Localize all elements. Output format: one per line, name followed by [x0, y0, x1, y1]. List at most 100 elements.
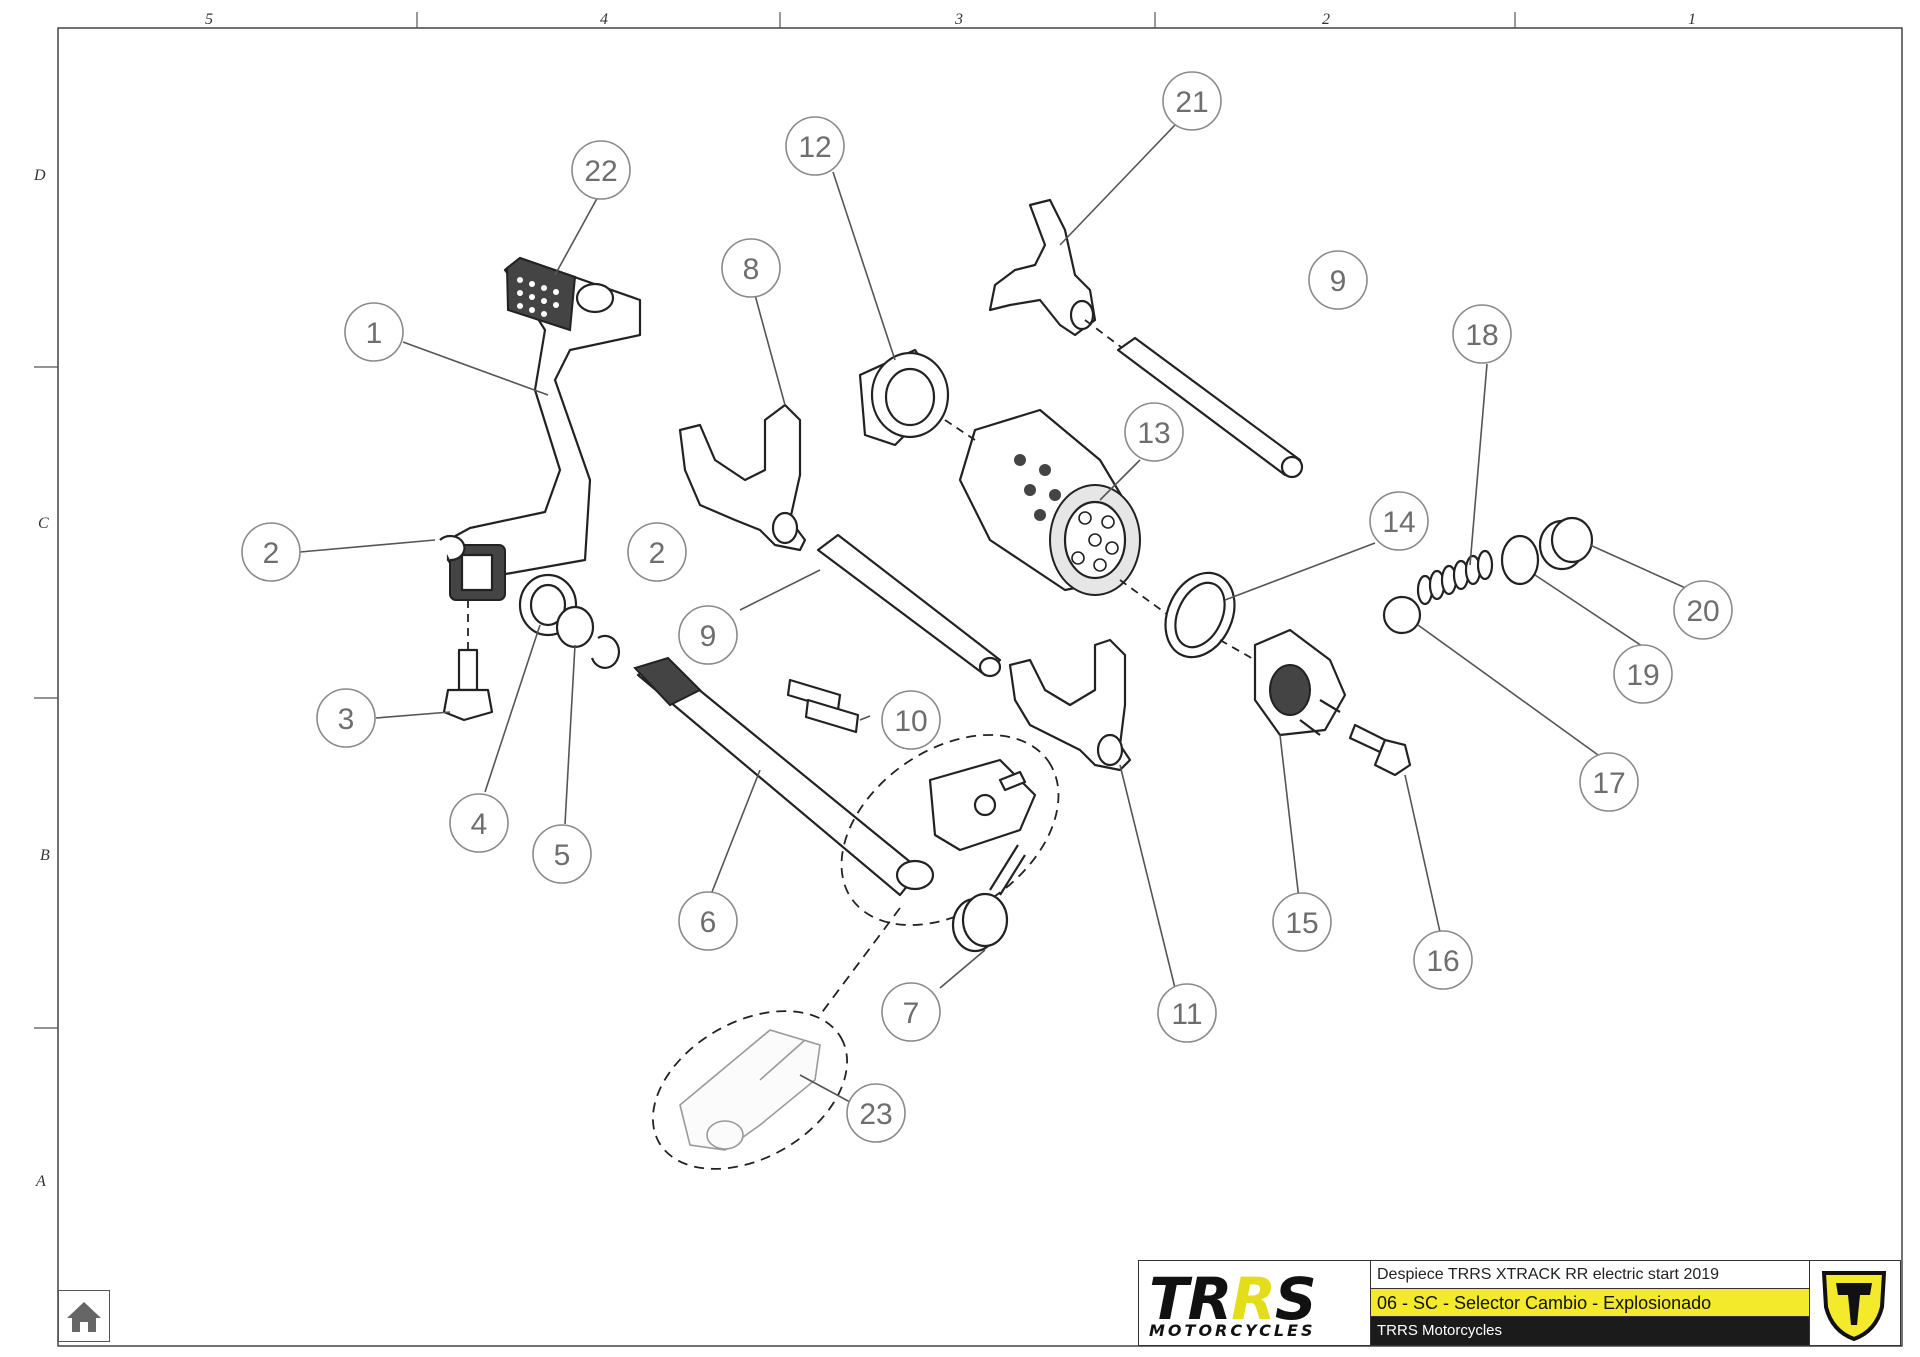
svg-text:7: 7 — [903, 997, 920, 1030]
logo-main-text: TRRS — [1149, 1265, 1317, 1333]
axis-line-detail — [819, 907, 901, 1016]
svg-text:5: 5 — [554, 839, 571, 872]
top-ruler — [416, 12, 1516, 28]
detail-23-ghost-part — [679, 1029, 821, 1151]
fork-shaft-upper-part — [1116, 336, 1304, 479]
svg-text:11: 11 — [1171, 998, 1202, 1031]
svg-text:22: 22 — [584, 155, 617, 188]
svg-text:20: 20 — [1686, 595, 1719, 628]
callout-12: 12 — [785, 116, 845, 176]
callout-5: 5 — [532, 824, 592, 884]
shift-fork-top-part — [988, 198, 1097, 337]
bearing-part — [858, 348, 950, 447]
detent-ball-part — [1382, 595, 1422, 635]
trrs-logo: TRRS MOTORCYCLES — [1139, 1261, 1371, 1345]
shift-fork-lower-part — [1008, 638, 1132, 772]
o-ring-part — [1500, 534, 1540, 586]
callout-4: 4 — [449, 793, 509, 853]
logo-sub-text: MOTORCYCLES — [1149, 1321, 1316, 1340]
axis-line-ring — [1219, 639, 1256, 661]
callout-7: 7 — [881, 982, 941, 1042]
svg-text:17: 17 — [1592, 767, 1625, 800]
ruler-row-a: A — [35, 1173, 46, 1190]
callout-1: 1 — [344, 302, 404, 362]
svg-text:2: 2 — [649, 537, 666, 570]
circlip-left-part — [439, 534, 466, 562]
callout-21: 21 — [1162, 71, 1222, 131]
fork-shaft-lower-part — [816, 533, 1002, 678]
callout-22: 22 — [571, 140, 631, 200]
svg-text:18: 18 — [1465, 319, 1498, 352]
callout-6: 6 — [678, 891, 738, 951]
callout-11: 11 — [1157, 983, 1217, 1043]
leader-lines — [299, 124, 1691, 1103]
callout-18: 18 — [1452, 304, 1512, 364]
title-rows: Despiece TRRS XTRACK RR electric start 2… — [1371, 1261, 1811, 1345]
callout-14: 14 — [1369, 491, 1429, 551]
callout-10: 10 — [881, 690, 941, 750]
cam-bolt-part — [1348, 723, 1412, 777]
svg-text:14: 14 — [1382, 506, 1415, 539]
svg-text:16: 16 — [1426, 945, 1459, 978]
callout-2-right: 2 — [627, 522, 687, 582]
selector-drum-part — [958, 408, 1141, 596]
washer-part — [555, 605, 595, 649]
detail-outline-shift — [840, 734, 1060, 926]
plug-part — [1538, 516, 1594, 571]
drawing-title: Despiece TRRS XTRACK RR electric start 2… — [1371, 1261, 1811, 1289]
svg-text:19: 19 — [1626, 659, 1659, 692]
svg-text:6: 6 — [700, 906, 717, 939]
shift-fork-upper-part — [678, 403, 807, 552]
svg-text:9: 9 — [700, 620, 717, 653]
bolt-part — [442, 648, 494, 722]
svg-text:15: 15 — [1285, 907, 1318, 940]
ring-part — [1164, 571, 1236, 659]
circlip-right-part — [590, 634, 621, 669]
trrs-shield-icon — [1821, 1271, 1887, 1342]
selector-shaft-part — [633, 656, 922, 897]
detail-outline-23 — [652, 1010, 848, 1170]
svg-text:3: 3 — [338, 703, 355, 736]
svg-text:1: 1 — [366, 317, 383, 350]
callout-20: 20 — [1673, 580, 1733, 640]
ruler-col-2: 2 — [1322, 11, 1330, 28]
drawing-subtitle: 06 - SC - Selector Cambio - Explosionado — [1371, 1289, 1811, 1317]
return-spring-part — [951, 844, 1026, 953]
callout-9-left: 9 — [678, 605, 738, 665]
stud-part — [786, 678, 860, 734]
ruler-col-5: 5 — [205, 11, 213, 28]
company-name: TRRS Motorcycles — [1371, 1317, 1811, 1345]
svg-text:21: 21 — [1175, 86, 1208, 119]
callout-16: 16 — [1413, 930, 1473, 990]
side-ruler — [34, 366, 58, 1029]
callout-8: 8 — [721, 238, 781, 298]
callout-19: 19 — [1613, 644, 1673, 704]
callout-23: 23 — [846, 1083, 906, 1143]
ruler-col-3: 3 — [954, 11, 963, 28]
ruler-col-4: 4 — [600, 11, 608, 28]
detent-spring-part — [1416, 549, 1494, 606]
svg-text:10: 10 — [894, 705, 927, 738]
axis-line-drum — [944, 419, 976, 441]
callout-9-right: 9 — [1308, 250, 1368, 310]
callout-3: 3 — [316, 688, 376, 748]
ruler-row-b: B — [40, 847, 50, 864]
ruler-row-d: D — [33, 167, 46, 184]
callout-17: 17 — [1579, 752, 1639, 812]
callout-15: 15 — [1272, 892, 1332, 952]
shift-mechanism-part — [895, 758, 1037, 891]
drawing-frame — [57, 27, 1903, 1347]
trrs-badge — [1809, 1261, 1900, 1345]
svg-text:4: 4 — [471, 808, 488, 841]
svg-text:8: 8 — [743, 253, 760, 286]
svg-text:2: 2 — [263, 537, 280, 570]
callout-13: 13 — [1124, 402, 1184, 462]
svg-text:13: 13 — [1137, 417, 1170, 450]
home-icon — [67, 1302, 101, 1332]
svg-text:23: 23 — [859, 1098, 892, 1131]
gear-lever-part — [446, 256, 642, 601]
axis-line-fork-top — [1084, 319, 1126, 351]
svg-text:9: 9 — [1330, 265, 1347, 298]
home-button[interactable] — [58, 1290, 110, 1342]
